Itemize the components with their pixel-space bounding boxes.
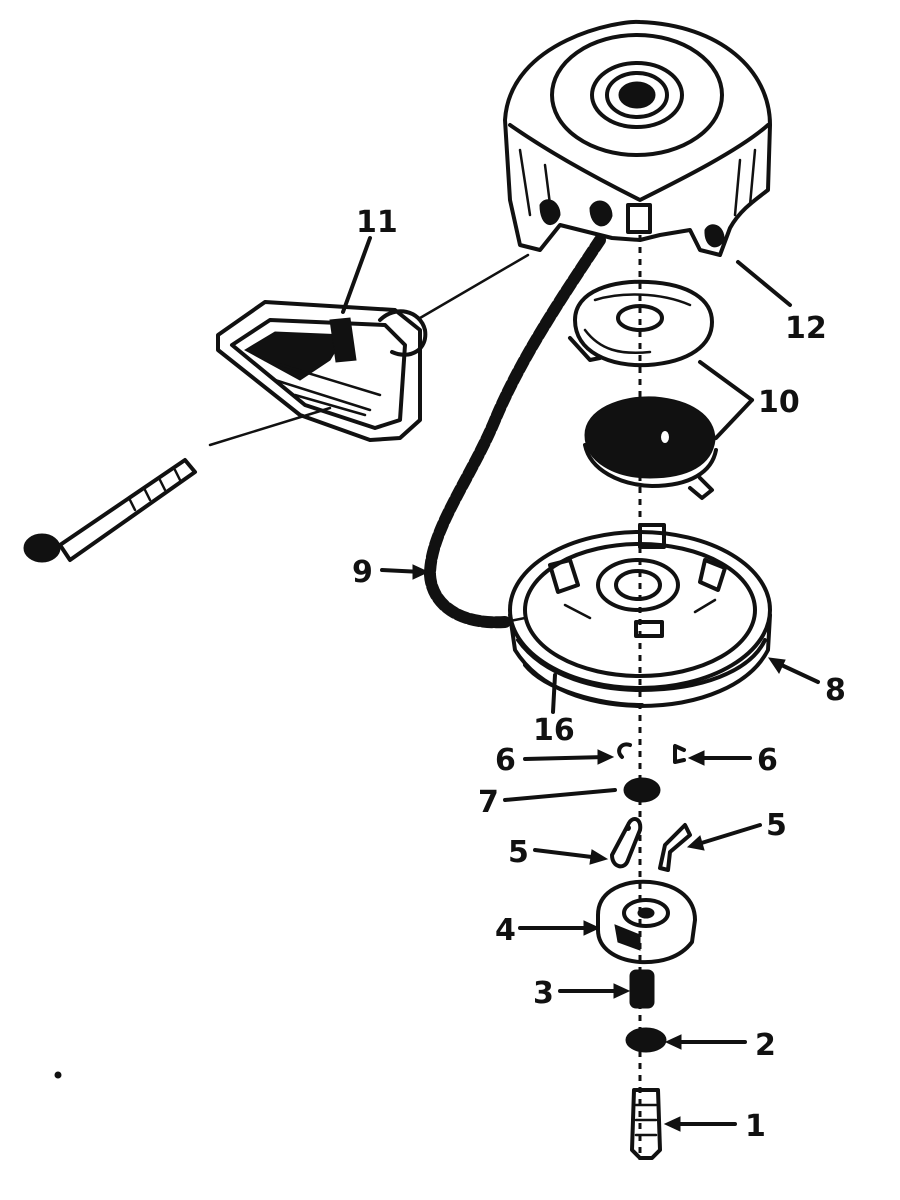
callout-6a: 6 bbox=[495, 743, 516, 778]
pawl-5-right bbox=[658, 823, 692, 872]
callout-7: 7 bbox=[478, 785, 499, 820]
handle-insert bbox=[23, 406, 332, 563]
brake-cup-4 bbox=[596, 879, 697, 965]
washer-2 bbox=[625, 1027, 667, 1053]
pulley bbox=[508, 523, 772, 708]
starter-handle bbox=[216, 253, 530, 442]
spring-3 bbox=[629, 969, 655, 1009]
callout-1: 1 bbox=[745, 1109, 766, 1144]
callout-4: 4 bbox=[495, 913, 516, 948]
callout-8: 8 bbox=[825, 673, 846, 708]
callout-6b: 6 bbox=[757, 743, 778, 778]
pawl-5-left bbox=[610, 817, 643, 869]
callout-16: 16 bbox=[533, 713, 575, 748]
callout-9: 9 bbox=[352, 555, 373, 590]
callout-5b: 5 bbox=[766, 808, 787, 843]
spring-cover-plate bbox=[568, 279, 714, 368]
callout-2: 2 bbox=[755, 1028, 776, 1063]
recoil-spring bbox=[583, 396, 718, 500]
retainer-clips-6 bbox=[617, 742, 686, 764]
starter-housing bbox=[503, 19, 772, 257]
callout-11: 11 bbox=[356, 205, 398, 240]
leader-lines bbox=[341, 236, 820, 1132]
callout-10: 10 bbox=[758, 385, 800, 420]
callout-5a: 5 bbox=[508, 835, 529, 870]
screw-1 bbox=[630, 1088, 662, 1160]
callout-12: 12 bbox=[785, 311, 827, 346]
callout-3: 3 bbox=[533, 976, 554, 1011]
starter-rope bbox=[423, 234, 606, 629]
washer-7 bbox=[623, 777, 661, 803]
stray-mark bbox=[54, 1071, 62, 1079]
callout-labels: 1 2 3 4 5 5 6 6 7 8 9 10 11 12 16 bbox=[352, 205, 846, 1144]
